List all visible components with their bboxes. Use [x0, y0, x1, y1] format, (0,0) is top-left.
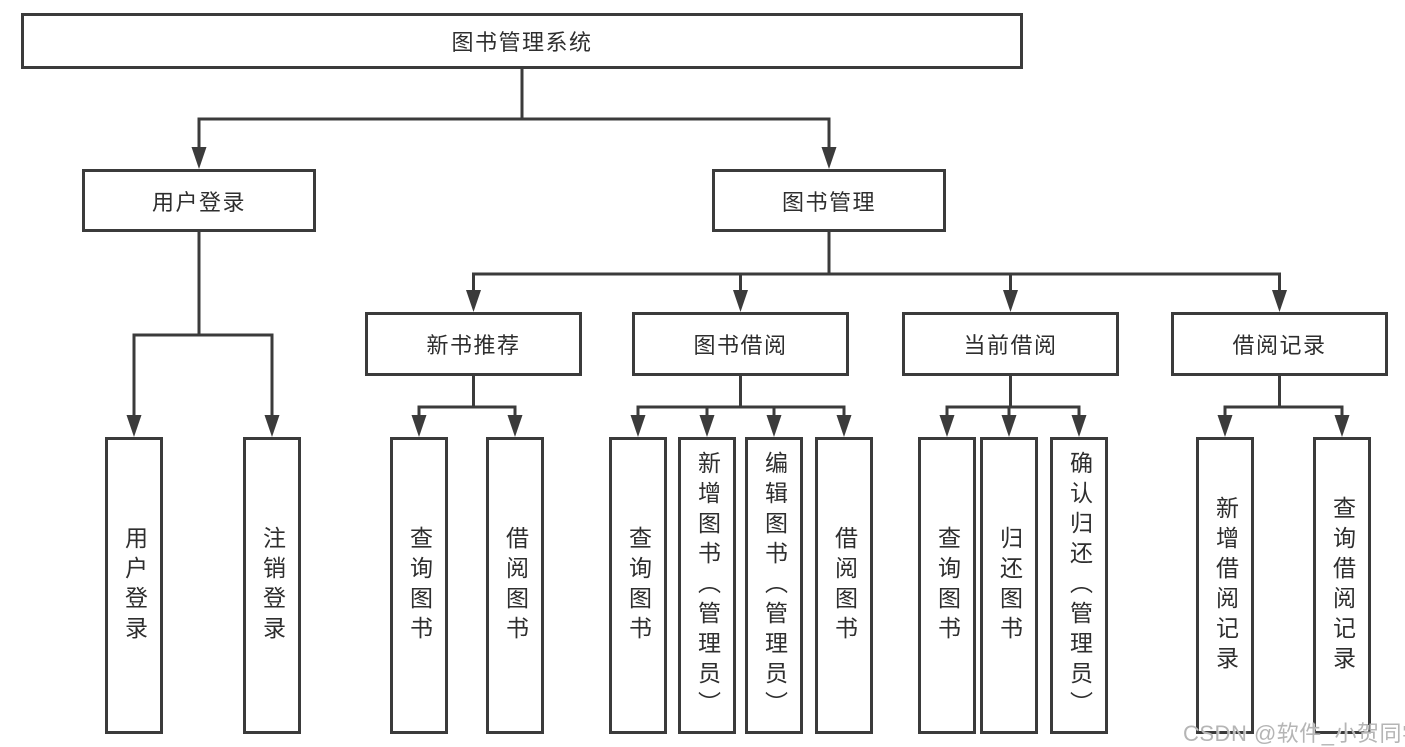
- node-br-query: 查询借阅记录: [1313, 437, 1371, 734]
- node-label: 借阅图书: [502, 525, 529, 646]
- node-borrow-records: 借阅记录: [1171, 312, 1388, 376]
- arrowhead-icon: [733, 290, 748, 312]
- node-cb-return: 归还图书: [980, 437, 1038, 734]
- node-new-book-rec: 新书推荐: [365, 312, 582, 376]
- node-nb-query: 查询图书: [390, 437, 448, 734]
- node-bb-edit: 编辑图书（管理员）: [745, 437, 803, 734]
- arrowhead-icon: [1071, 415, 1087, 437]
- node-cb-query: 查询图书: [918, 437, 976, 734]
- node-label: 查询图书: [934, 525, 961, 646]
- node-label: 归还图书: [996, 525, 1023, 646]
- arrowhead-icon: [699, 415, 715, 437]
- node-v-user-login: 用户登录: [105, 437, 163, 734]
- node-v-logout: 注销登录: [243, 437, 301, 734]
- arrowhead-icon: [1003, 290, 1018, 312]
- arrowhead-icon: [1001, 415, 1017, 437]
- arrowhead-icon: [1334, 415, 1350, 437]
- arrowhead-icon: [411, 415, 427, 437]
- arrowhead-icon: [1217, 415, 1233, 437]
- arrowhead-icon: [466, 290, 481, 312]
- node-label: 图书管理: [781, 189, 876, 215]
- watermark: CSDN @软件_小贺同学: [1183, 721, 1405, 746]
- node-label: 图书借阅: [693, 333, 788, 358]
- node-label: 编辑图书（管理员）: [761, 450, 788, 721]
- node-label: 查询图书: [406, 525, 433, 646]
- node-current-borrow: 当前借阅: [902, 312, 1119, 376]
- node-label: 用户登录: [151, 189, 246, 215]
- node-cb-confirm: 确认归还（管理员）: [1050, 437, 1108, 734]
- node-bb-add: 新增图书（管理员）: [678, 437, 736, 734]
- node-label: 新增借阅记录: [1212, 495, 1239, 676]
- arrowhead-icon: [126, 415, 142, 437]
- arrowhead-icon: [1272, 290, 1287, 312]
- node-label: 借阅图书: [831, 525, 858, 646]
- node-user-login: 用户登录: [82, 169, 316, 232]
- arrowhead-icon: [264, 415, 280, 437]
- arrowhead-icon: [836, 415, 852, 437]
- node-label: 查询图书: [625, 525, 652, 646]
- node-label: 新书推荐: [426, 333, 521, 358]
- arrowhead-icon: [191, 147, 207, 169]
- arrowhead-icon: [766, 415, 782, 437]
- arrowhead-icon: [939, 415, 955, 437]
- arrowhead-icon: [630, 415, 646, 437]
- node-br-add: 新增借阅记录: [1196, 437, 1254, 734]
- node-label: 查询借阅记录: [1329, 495, 1356, 676]
- node-bb-query: 查询图书: [609, 437, 667, 734]
- node-book-mgmt: 图书管理: [712, 169, 946, 232]
- node-label: 注销登录: [259, 525, 286, 646]
- node-book-borrow: 图书借阅: [632, 312, 849, 376]
- node-label: 借阅记录: [1232, 333, 1327, 358]
- node-label: 新增图书（管理员）: [694, 450, 721, 721]
- node-bb-borrow: 借阅图书: [815, 437, 873, 734]
- node-label: 当前借阅: [963, 333, 1058, 358]
- node-root: 图书管理系统: [21, 13, 1023, 69]
- arrowhead-icon: [507, 415, 523, 437]
- node-label: 图书管理系统: [451, 30, 593, 55]
- node-label: 用户登录: [121, 525, 148, 646]
- arrowhead-icon: [821, 147, 837, 169]
- node-nb-borrow: 借阅图书: [486, 437, 544, 734]
- node-label: 确认归还（管理员）: [1066, 450, 1093, 721]
